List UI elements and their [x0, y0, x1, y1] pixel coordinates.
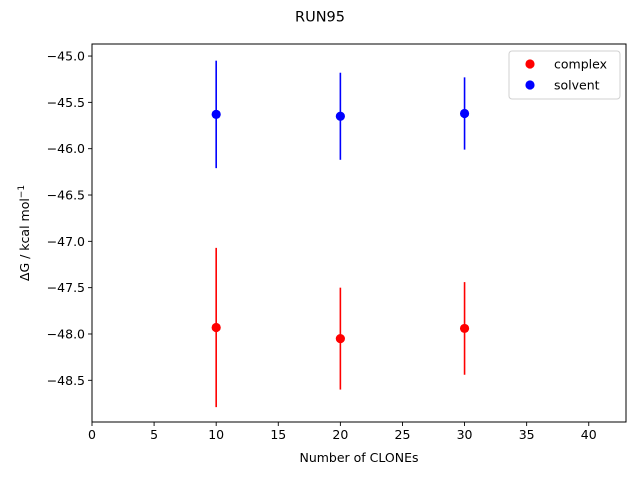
x-tick-label: 35	[519, 427, 535, 442]
x-tick-label: 5	[150, 427, 158, 442]
y-tick-label: −47.0	[47, 234, 85, 249]
plot-area	[211, 60, 470, 408]
legend-marker-complex	[525, 59, 535, 69]
legend-frame	[508, 50, 621, 100]
y-tick-label: −45.5	[47, 95, 85, 110]
data-point-solvent	[459, 108, 470, 119]
legend-label-solvent: solvent	[554, 78, 600, 93]
legend-marker-solvent	[525, 80, 535, 90]
y-axis-label-main: ΔG / kcal mol	[17, 198, 32, 281]
data-point-complex	[335, 334, 345, 344]
y-tick-label: −46.0	[47, 141, 85, 156]
data-point-solvent	[335, 111, 345, 121]
legend-label-complex: complex	[554, 57, 607, 72]
y-axis-label-superscript: −1	[17, 185, 27, 198]
x-tick-label: 25	[395, 427, 411, 442]
x-tick-label: 15	[270, 427, 286, 442]
x-tick-label: 40	[581, 427, 597, 442]
axis-ticks: 0 5 10 15 20 25 30 35 40 −45.0 −45.5 −46.0 −46.5 −47.…	[47, 49, 597, 442]
y-tick-label: −48.5	[47, 373, 85, 388]
plot-frame	[91, 43, 627, 423]
y-axis-label: ΔG / kcal mol−1	[17, 185, 32, 281]
y-tick-label: −48.0	[47, 326, 85, 341]
legend: complex solvent	[508, 50, 621, 100]
y-tick-label: −47.5	[47, 280, 85, 295]
x-tick-label: 30	[457, 427, 473, 442]
data-point-complex	[211, 322, 221, 333]
legend-entries: complex solvent	[525, 57, 607, 93]
y-tick-label: −45.0	[47, 49, 85, 64]
x-axis-label: Number of CLONEs	[299, 450, 418, 465]
x-tick-label: 0	[88, 427, 96, 442]
data-point-complex	[459, 323, 470, 334]
x-tick-label: 10	[208, 427, 224, 442]
chart-title: RUN95	[295, 10, 345, 26]
x-tick-label: 20	[332, 427, 348, 442]
y-tick-label: −46.5	[47, 188, 85, 203]
data-point-solvent	[211, 109, 221, 120]
